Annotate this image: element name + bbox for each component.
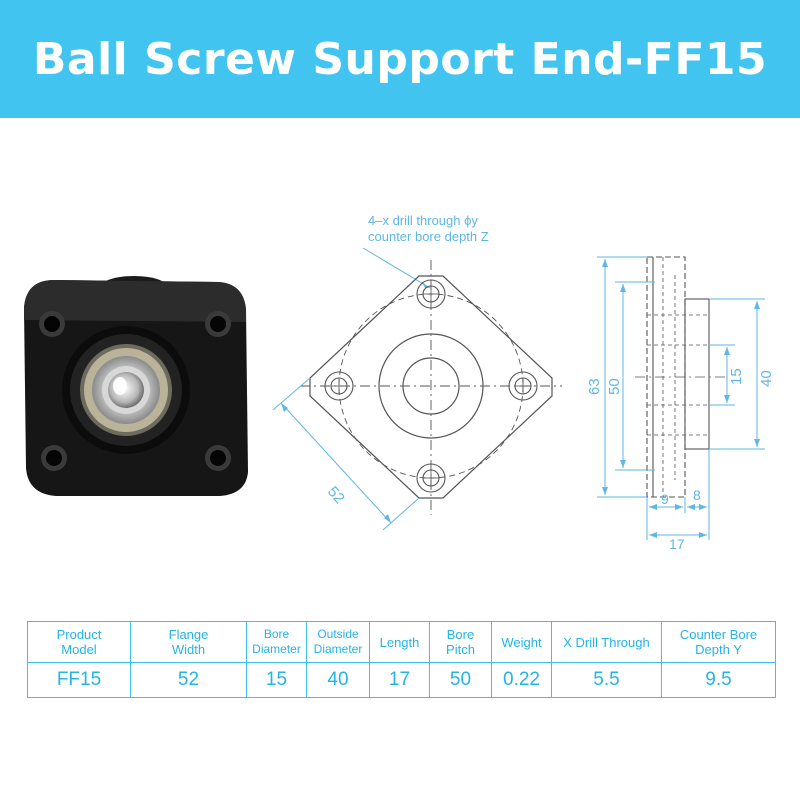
product-photo (24, 276, 248, 496)
cell-length: 17 (369, 662, 430, 698)
header-length: Length (369, 621, 430, 663)
bore-pitch-dimension: 50 (606, 378, 623, 395)
cell-flange-width: 52 (130, 662, 247, 698)
drill-note-line1: 4–x drill through ϕy (368, 213, 478, 228)
page-title: Ball Screw Support End-FF15 (32, 33, 768, 85)
header-weight: Weight (491, 621, 552, 663)
cell-x-drill-through: 5.5 (551, 662, 662, 698)
table-row: FF15 52 15 40 17 50 0.22 5.5 9.5 (27, 662, 776, 698)
cell-counter-bore-depth: 9.5 (661, 662, 776, 698)
outside-diameter-dimension: 40 (758, 370, 775, 387)
flange-outline (309, 275, 553, 499)
flange-thickness-dimension: 9 (661, 491, 669, 507)
flange-width-dimension: 52 (324, 483, 348, 507)
front-view-drawing: 4–x drill through ϕy counter bore depth … (272, 213, 562, 531)
cell-bore-pitch: 50 (429, 662, 492, 698)
boss-length-dimension: 8 (693, 487, 701, 503)
header-x-drill-through: X Drill Through (551, 621, 662, 663)
total-length-dimension: 17 (669, 536, 685, 550)
bore-diameter-dimension: 15 (728, 368, 745, 385)
cell-weight: 0.22 (491, 662, 552, 698)
title-banner: Ball Screw Support End-FF15 (0, 0, 800, 118)
overall-height-dimension: 63 (586, 378, 603, 395)
cell-bore-diameter: 15 (246, 662, 307, 698)
cell-outside-diameter: 40 (306, 662, 370, 698)
drill-note-line2: counter bore depth Z (368, 229, 489, 244)
side-view-drawing: 63 50 15 40 9 8 17 (586, 256, 775, 550)
cell-product-model: FF15 (27, 662, 131, 698)
